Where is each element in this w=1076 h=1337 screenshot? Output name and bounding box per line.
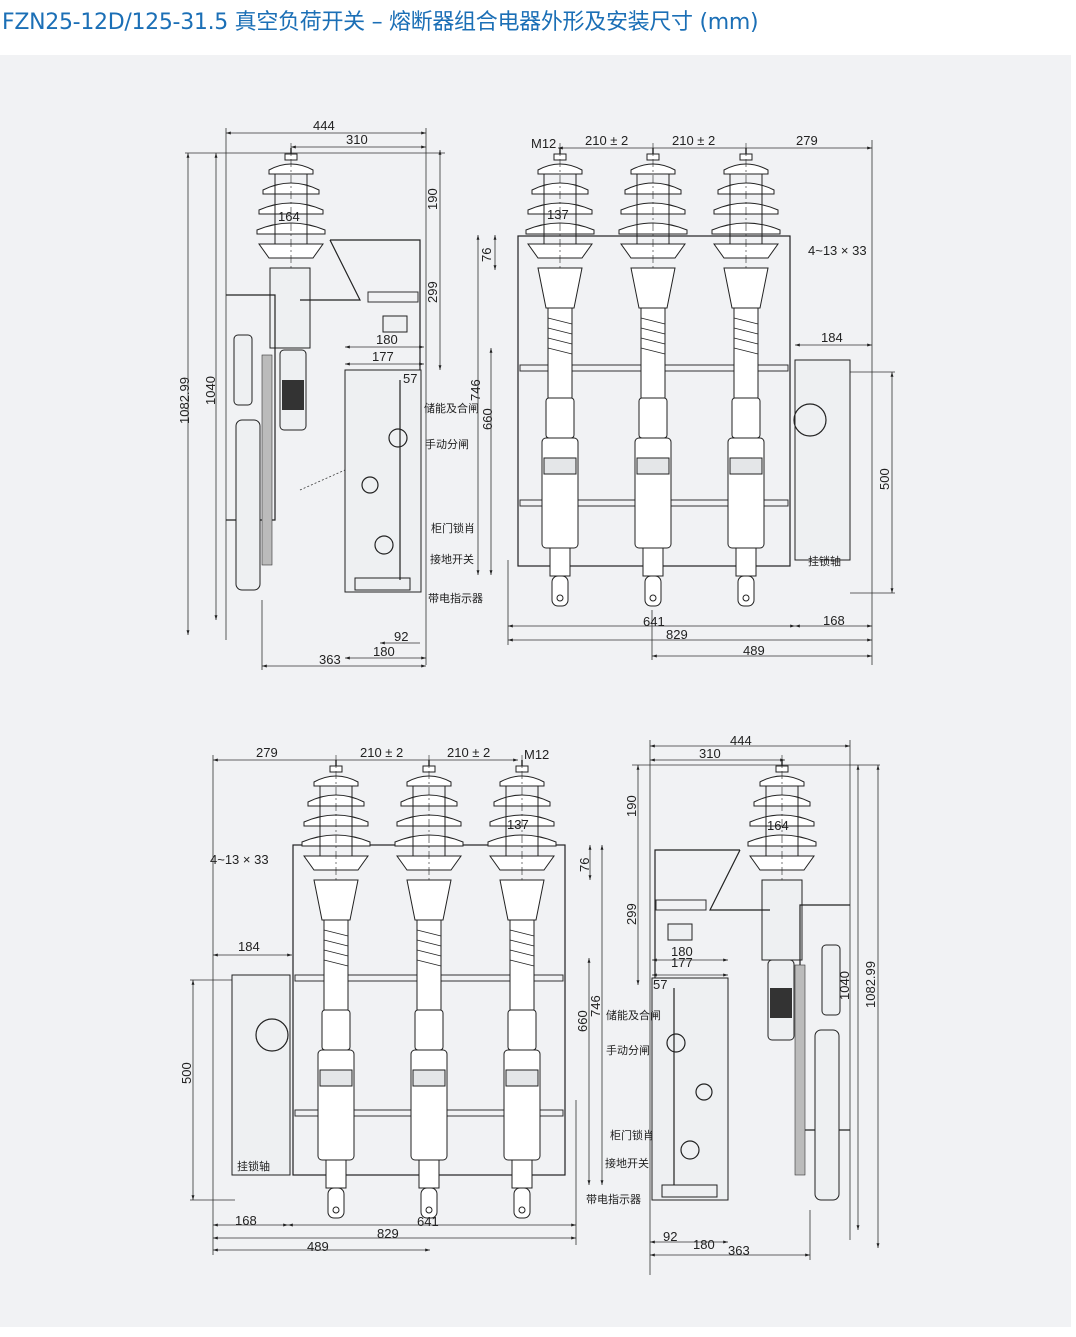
page-title: FZN25-12D/125-31.5 真空负荷开关 – 熔断器组合电器外形及安装… [2,10,759,35]
dim-1082-99: 1082.99 [863,961,878,1008]
callout-door-lock: 柜门锁肖 [431,521,475,535]
dim-184: 184 [821,330,843,345]
pole-1 [301,754,371,1219]
front-view-top: M12 210 ± 2 210 ± 2 279 137 76 4~13 × 33… [479,133,895,665]
dim-pitch-2: 210 ± 2 [447,745,490,760]
dim-1082-99: 1082.99 [177,377,192,424]
dim-1040: 1040 [837,971,852,1000]
callout-charge-close: 储能及合闸 [606,1008,661,1022]
callout-manual-open: 手动分闸 [425,437,469,451]
dim-363: 363 [319,652,341,667]
callout-charge-close: 储能及合闸 [424,401,479,415]
callout-door-lock: 柜门锁肖 [610,1128,654,1142]
dim-m12: M12 [524,747,549,762]
dim-641: 641 [417,1214,439,1229]
dim-92: 92 [394,629,408,644]
dim-829: 829 [377,1226,399,1241]
front-view-bottom: 279 210 ± 2 210 ± 2 M12 137 4~13 × 33 76… [179,745,604,1255]
dim-137: 137 [507,817,529,832]
dim-holes: 4~13 × 33 [210,852,269,867]
pole-2 [394,754,464,1219]
dim-57: 57 [403,371,417,386]
dim-1040: 1040 [203,376,218,405]
dim-180-bottom: 180 [693,1237,715,1252]
dim-660: 660 [480,408,495,430]
pole-3 [711,142,781,607]
dim-299: 299 [624,903,639,925]
dim-180: 180 [376,332,398,347]
callout-live-indicator: 带电指示器 [428,591,483,605]
dim-489: 489 [307,1239,329,1254]
dim-pitch-2: 210 ± 2 [672,133,715,148]
dim-279: 279 [796,133,818,148]
dim-180-bottom: 180 [373,644,395,659]
dim-310: 310 [699,746,721,761]
dim-92: 92 [663,1229,677,1244]
side-view-bottom: 444 310 190 164 299 180 177 57 储能及合闸 手动分… [586,733,880,1275]
pole-2 [618,142,688,607]
dim-76: 76 [479,248,494,262]
dim-746: 746 [588,995,603,1017]
dim-500: 500 [179,1062,194,1084]
dim-444: 444 [730,733,752,748]
dim-500: 500 [877,468,892,490]
dim-177: 177 [671,955,693,970]
dim-641: 641 [643,614,665,629]
dim-660: 660 [575,1010,590,1032]
dim-164: 164 [767,818,789,833]
dim-180: 180 [671,944,693,959]
dim-489: 489 [743,643,765,658]
side-view-top: 444 310 164 190 299 180 177 57 746 660 1… [177,118,495,670]
dim-168: 168 [823,613,845,628]
callout-manual-open: 手动分闸 [606,1043,650,1057]
callout-padlock-shaft: 挂锁轴 [237,1159,270,1173]
dim-746: 746 [468,379,483,401]
callout-earth-switch: 接地开关 [430,552,474,566]
dim-164: 164 [278,209,300,224]
callout-earth-switch: 接地开关 [605,1156,649,1170]
dim-310: 310 [346,132,368,147]
dim-184: 184 [238,939,260,954]
dim-holes: 4~13 × 33 [808,243,867,258]
dim-137: 137 [547,207,569,222]
dim-363: 363 [728,1243,750,1258]
callout-padlock-shaft: 挂锁轴 [808,554,841,568]
callout-live-indicator: 带电指示器 [586,1192,641,1206]
dim-76: 76 [577,858,592,872]
dim-168: 168 [235,1213,257,1228]
dim-pitch-1: 210 ± 2 [360,745,403,760]
dim-190: 190 [425,188,440,210]
dim-m12: M12 [531,136,556,151]
dim-pitch-1: 210 ± 2 [585,133,628,148]
dim-177: 177 [372,349,394,364]
dim-279: 279 [256,745,278,760]
dim-829: 829 [666,627,688,642]
dim-190: 190 [624,795,639,817]
dim-299: 299 [425,281,440,303]
dim-444: 444 [313,118,335,133]
dim-57: 57 [653,977,667,992]
